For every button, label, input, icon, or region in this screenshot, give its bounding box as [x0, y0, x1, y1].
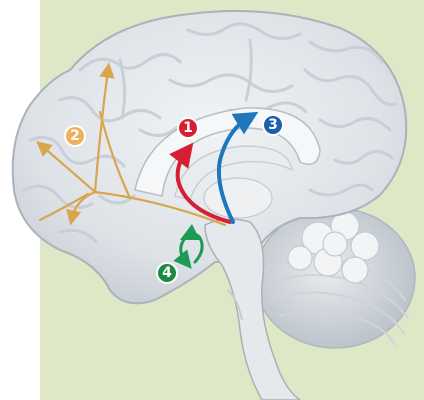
badge-4: 4	[157, 263, 177, 283]
badge-1: 1	[178, 118, 198, 138]
badge-2: 2	[65, 126, 85, 146]
cerebellum	[255, 208, 415, 348]
svg-text:4: 4	[162, 265, 172, 281]
svg-text:2: 2	[70, 128, 80, 144]
svg-text:1: 1	[183, 120, 193, 136]
badge-3: 3	[263, 115, 283, 135]
svg-text:3: 3	[268, 117, 278, 133]
